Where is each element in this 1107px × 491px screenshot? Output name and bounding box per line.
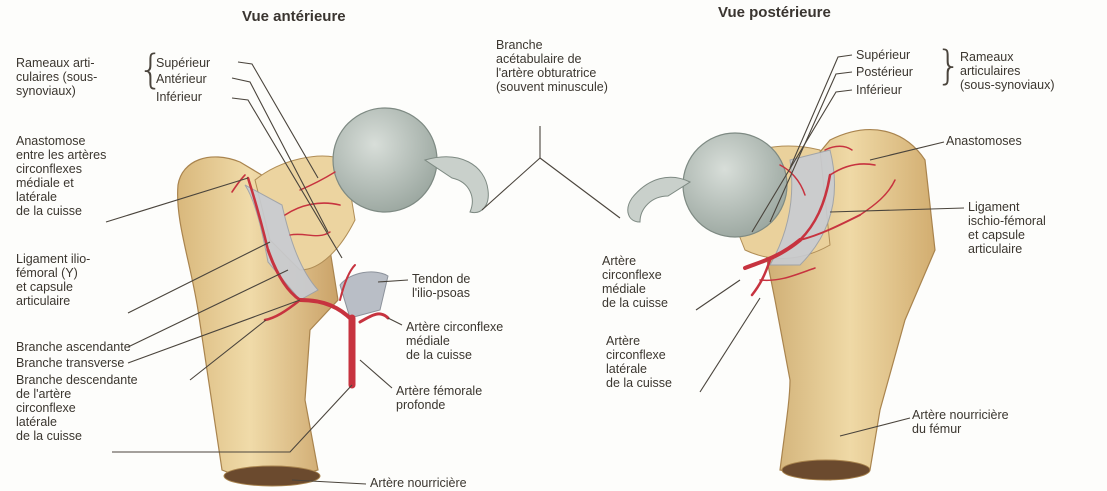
label-anastomose: Anastomose entre les artères circonflexe… [16, 134, 106, 218]
femoral-head [333, 108, 437, 212]
medullary-cavity-posterior [782, 460, 870, 480]
femoral-head-posterior [683, 133, 787, 237]
label-superieur: Supérieur [156, 56, 210, 70]
label-ligament-ischiofemoral: Ligament ischio-fémoral et capsule artic… [968, 200, 1046, 256]
label-superieur-posterior: Supérieur [856, 48, 910, 62]
anterior-view-title: Vue antérieure [242, 8, 346, 25]
label-inferieur: Inférieur [156, 90, 202, 104]
posterior-view-title: Vue postérieure [718, 4, 831, 21]
label-anastomoses: Anastomoses [946, 134, 1022, 148]
ligament-teres [425, 157, 488, 213]
label-artere-circonflexe-laterale: Artère circonflexe latérale de la cuisse [606, 334, 672, 390]
label-artere-circonflexe-mediale: Artère circonflexe médiale de la cuisse [406, 320, 503, 362]
label-anterieur: Antérieur [156, 72, 207, 86]
brace-posterior: } [936, 46, 961, 86]
label-branche-descendante: Branche descendante de l'artère circonfl… [16, 373, 138, 443]
label-tendon-iliopsoas: Tendon de l'ilio-psoas [412, 272, 470, 300]
label-rameaux-articulaires: Rameaux arti- culaires (sous- synoviaux) [16, 56, 97, 98]
medullary-cavity [224, 466, 320, 486]
label-posterieur: Postérieur [856, 65, 913, 79]
label-inferieur-posterior: Inférieur [856, 83, 902, 97]
label-branche-transverse: Branche transverse [16, 356, 124, 370]
label-artere-femorale-profonde: Artère fémorale profonde [396, 384, 482, 412]
label-artere-circonflexe-mediale-posterior: Artère circonflexe médiale de la cuisse [602, 254, 668, 310]
label-rameaux-articulaires-posterior: Rameaux articulaires (sous-synoviaux) [960, 50, 1054, 92]
label-artere-nourriciere-femur: Artère nourricière du fémur [912, 408, 1009, 436]
ligament-teres-posterior [628, 177, 690, 222]
label-artere-nourriciere: Artère nourricière [370, 476, 467, 490]
label-branche-ascendante: Branche ascendante [16, 340, 131, 354]
label-branche-acetabulaire: Branche acétabulaire de l'artère obturat… [496, 38, 608, 94]
label-ligament-iliofemoral: Ligament ilio- fémoral (Y) et capsule ar… [16, 252, 90, 308]
